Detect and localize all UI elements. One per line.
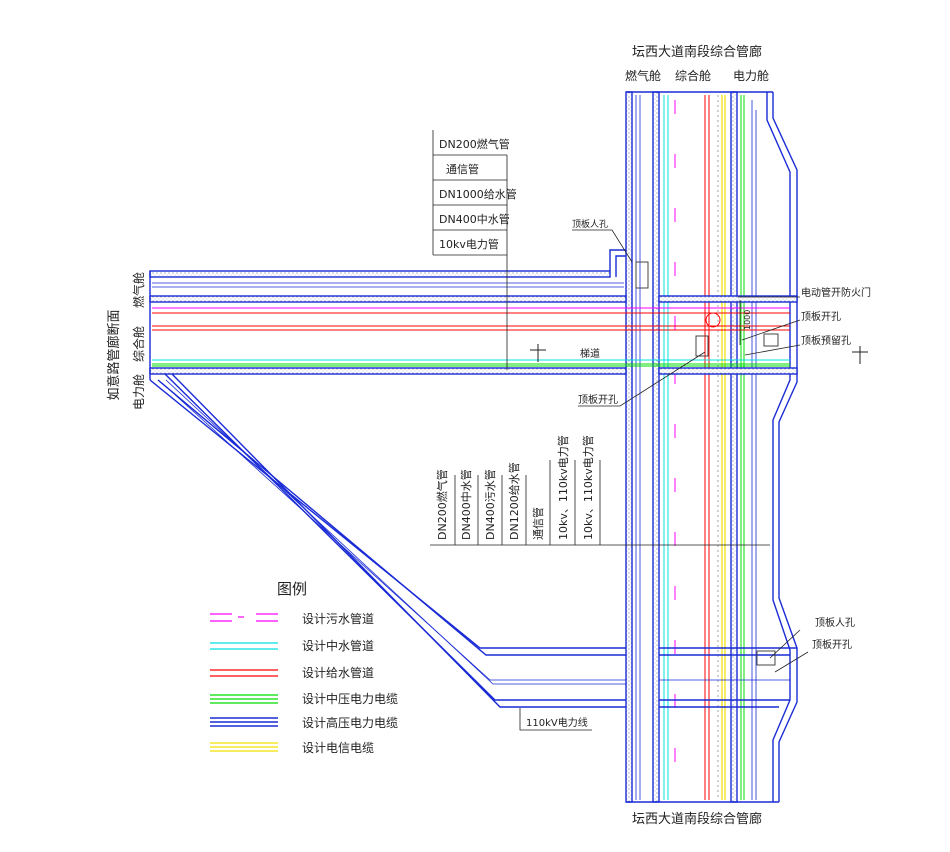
pipe-label-table-vertical (430, 460, 770, 546)
left-compartment-power: 电力舱 (132, 374, 146, 410)
annotation-fire-door: 电动管开防火门 (801, 286, 871, 299)
legend-label-mv-power: 设计中压电力电缆 (302, 691, 398, 706)
detail-symbols (530, 261, 868, 666)
pipe-label-v-6: 10kv、110kv电力管 (581, 435, 595, 540)
legend-label-sewage: 设计污水管道 (302, 611, 374, 626)
pipe-label-top-0: DN200燃气管 (439, 137, 510, 151)
annotation-roof-reserved-hole: 顶板预留孔 (801, 334, 851, 347)
power-diagonal-gallery (149, 373, 797, 708)
legend: 图例 设计污水管道 (210, 580, 398, 755)
pipe-label-v-1: DN400中水管 (459, 469, 473, 540)
legend-label-telecom: 设计电信电缆 (302, 741, 374, 755)
branch-gallery-walls (149, 249, 798, 380)
pipe-label-top-3: DN400中水管 (439, 212, 510, 226)
main-gallery-pipes (635, 95, 757, 800)
compartment-gas-top: 燃气舱 (625, 68, 661, 83)
legend-swatch-sewage (210, 613, 278, 622)
leader-lines (519, 229, 809, 731)
legend-label-water: 设计给水管道 (302, 665, 374, 680)
annotation-roof-manhole-2: 顶板人孔 (815, 616, 855, 629)
pipe-label-v-3: DN1200给水管 (507, 462, 521, 540)
compartment-power-top: 电力舱 (733, 69, 769, 83)
legend-label-reclaimed: 设计中水管道 (302, 638, 374, 653)
annotation-roof-opening-right: 顶板开孔 (801, 310, 841, 323)
legend-swatch-mv-power (210, 694, 278, 704)
left-compartment-gas: 燃气舱 (131, 272, 146, 308)
annotation-roof-opening-center: 顶板开孔 (578, 393, 618, 406)
pipe-label-top-1: 通信管 (446, 162, 479, 176)
legend-swatch-telecom (210, 742, 278, 752)
pipe-label-top-4: 10kv电力管 (439, 237, 499, 251)
pipe-label-table-top (432, 130, 508, 370)
annotation-dim-1000: 1000 (743, 310, 752, 330)
annotation-roof-opening-bottom: 顶板开孔 (812, 638, 852, 651)
left-section-title: 如意路管廊断面 (106, 309, 122, 400)
annotation-stairs: 梯道 (580, 347, 600, 360)
legend-swatch-water (210, 669, 278, 677)
pipe-label-v-4: 通信管 (531, 507, 545, 540)
annotation-roof-manhole-1: 顶板人孔 (572, 218, 608, 230)
branch-gallery-pipes (152, 282, 790, 367)
legend-swatch-hv-power (210, 717, 278, 727)
pipe-label-v-0: DN200燃气管 (435, 469, 449, 540)
annotation-cable-110kv: 110kV电力线 (526, 716, 588, 729)
legend-label-hv-power: 设计高压电力电缆 (302, 715, 398, 730)
pipe-label-v-5: 10kv、110kv电力管 (556, 435, 570, 540)
left-compartment-integrated: 综合舱 (131, 326, 146, 362)
title-top: 坛西大道南段综合管廊 (632, 44, 762, 60)
main-gallery-walls (625, 91, 798, 803)
compartment-integrated-top: 综合舱 (675, 68, 711, 83)
pipe-label-v-2: DN400污水管 (483, 469, 497, 540)
legend-swatch-reclaimed (210, 642, 278, 650)
title-bottom: 坛西大道南段综合管廊 (632, 811, 762, 827)
legend-title: 图例 (277, 580, 307, 598)
pipe-label-top-2: DN1000给水管 (439, 187, 517, 201)
